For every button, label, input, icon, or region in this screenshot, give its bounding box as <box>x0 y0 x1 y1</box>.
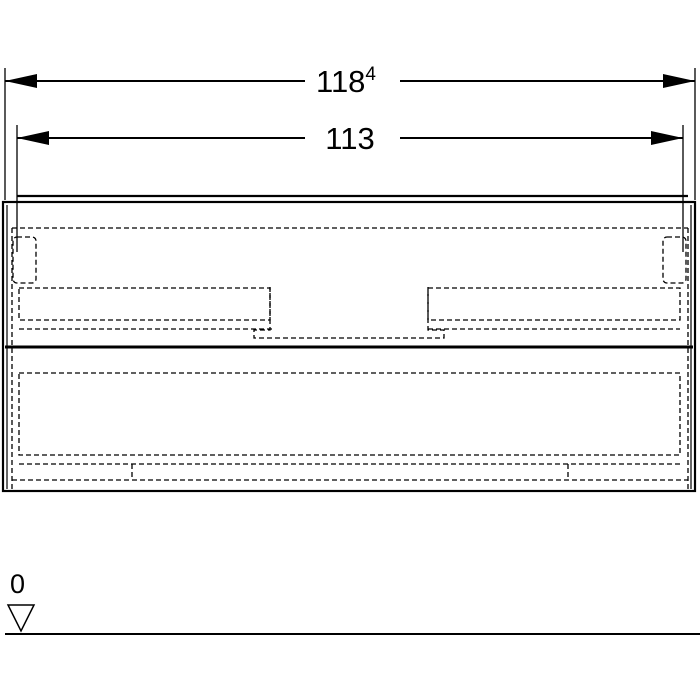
level-triangle-icon <box>6 604 36 633</box>
level-label: 0 <box>10 569 25 599</box>
cabinet <box>1 194 697 493</box>
dimension-label-inner: 113 <box>325 121 374 156</box>
arrow-right-icon <box>663 74 695 88</box>
hinge-right <box>662 236 687 284</box>
dimension-label-overall: 1184 <box>316 64 376 99</box>
arrow-right-icon <box>651 131 683 145</box>
upper-drawer-left-hidden <box>18 287 271 321</box>
siphon-cutout-hidden <box>253 287 445 339</box>
arrow-left-icon <box>5 74 37 88</box>
cabinet-outline <box>1 200 697 493</box>
dimension-inner-width: 113 <box>16 121 684 252</box>
hinge-left <box>12 236 37 284</box>
upper-drawer-right-hidden <box>427 287 681 321</box>
lower-drawer-hidden <box>18 372 681 456</box>
floor-level-marker: 0 <box>5 569 700 635</box>
dimension-overall-width: 1184 <box>4 64 696 200</box>
arrow-left-icon <box>17 131 49 145</box>
